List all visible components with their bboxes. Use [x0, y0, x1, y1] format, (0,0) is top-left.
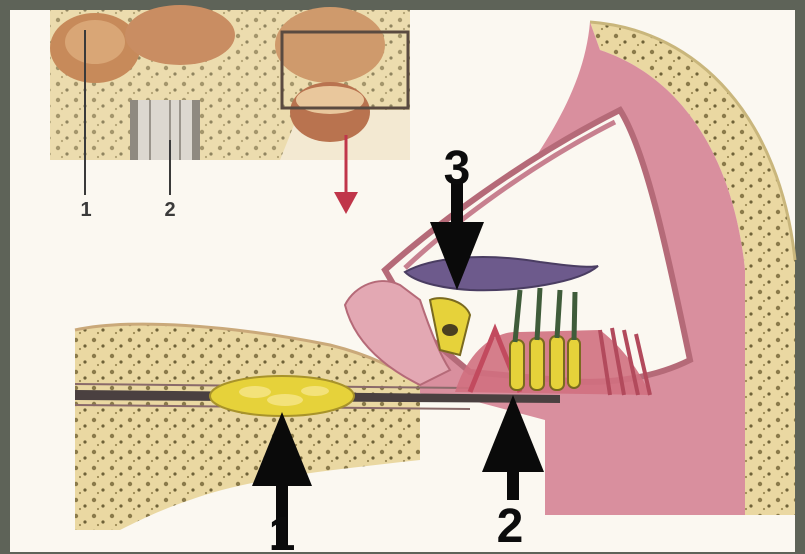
- callout-label-1: 1: [269, 508, 296, 554]
- callout-label-3: 3: [444, 142, 471, 195]
- spiral-ganglion: [210, 376, 354, 416]
- inset-label-2: 2: [164, 199, 175, 221]
- inset-label-1: 1: [80, 199, 91, 221]
- callout-label-2: 2: [497, 500, 524, 553]
